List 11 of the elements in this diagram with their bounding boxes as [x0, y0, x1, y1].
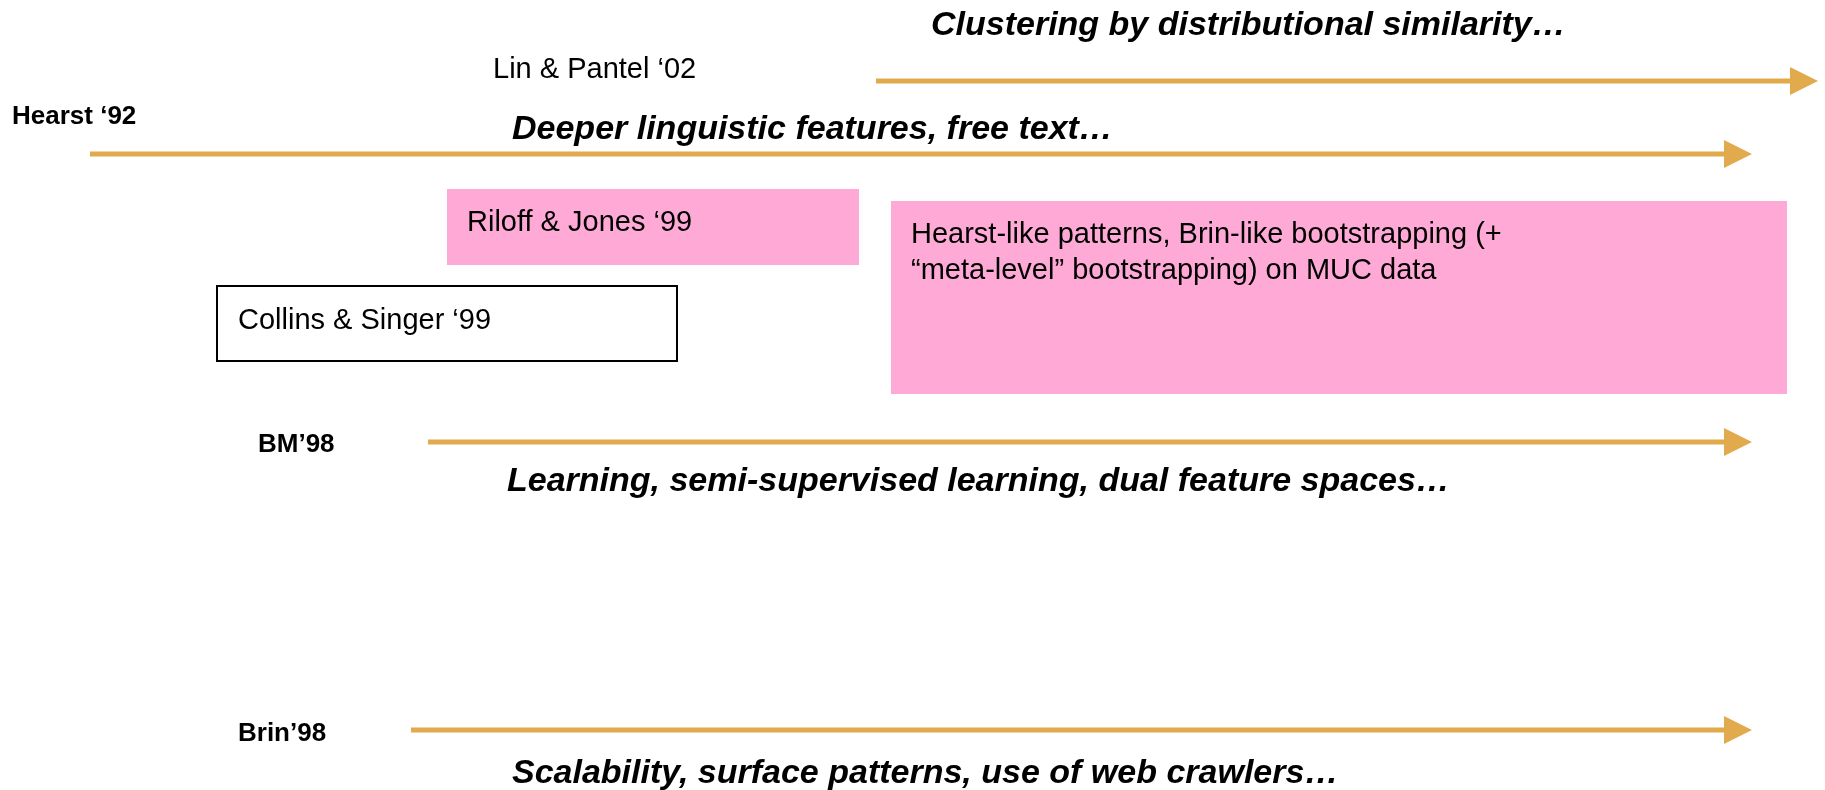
description-box: Hearst-like patterns, Brin-like bootstrapping (+ “meta-level” bootstrapping) on MUC data: [891, 201, 1787, 394]
author-label: Lin & Pantel ‘02: [493, 52, 697, 85]
author-label: BM’98: [258, 428, 335, 459]
arrow-caption: Deeper linguistic features, free text…: [512, 108, 1113, 147]
arrow-caption: Clustering by distributional similarity…: [931, 4, 1566, 43]
citation-box: Collins & Singer ‘99: [216, 285, 678, 362]
citation-box: Riloff & Jones ‘99: [447, 189, 859, 265]
arrow-caption: Scalability, surface patterns, use of web crawlers…: [512, 752, 1339, 790]
arrow-caption: Learning, semi-supervised learning, dual feature spaces…: [507, 460, 1450, 499]
author-label: Hearst ‘92: [12, 100, 137, 131]
author-label: Brin’98: [238, 717, 327, 748]
